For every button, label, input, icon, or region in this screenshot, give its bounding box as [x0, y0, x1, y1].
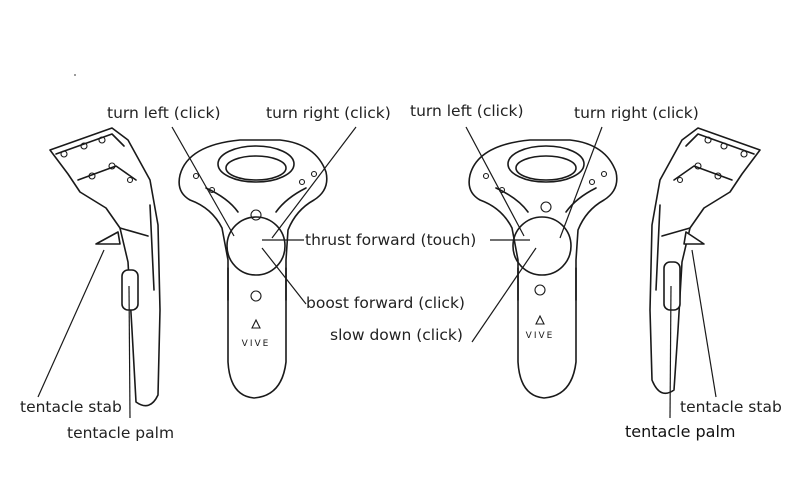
label-left-tentacle-stab: tentacle stab [20, 398, 122, 416]
left-side-view-controller [49, 127, 161, 407]
label-slow-down: slow down (click) [330, 326, 463, 344]
label-left-turn-left: turn left (click) [107, 104, 221, 122]
right-side-view-controller [649, 127, 761, 395]
right-front-controller: VIVE [468, 139, 618, 399]
label-right-turn-left: turn left (click) [410, 102, 524, 120]
label-boost-forward: boost forward (click) [306, 294, 465, 312]
right-controller-logo: VIVE [526, 331, 555, 341]
leader-lines [37, 126, 717, 419]
label-left-tentacle-palm: tentacle palm [67, 424, 175, 442]
label-right-tentacle-stab: tentacle stab [680, 398, 782, 416]
stray-dot [74, 74, 76, 76]
label-right-tentacle-palm: tentacle palm [625, 422, 736, 441]
label-thrust-forward: thrust forward (touch) [305, 231, 477, 249]
label-left-turn-right: turn right (click) [266, 104, 391, 122]
label-right-turn-right: turn right (click) [574, 104, 699, 122]
left-controller-logo: VIVE [242, 339, 271, 349]
